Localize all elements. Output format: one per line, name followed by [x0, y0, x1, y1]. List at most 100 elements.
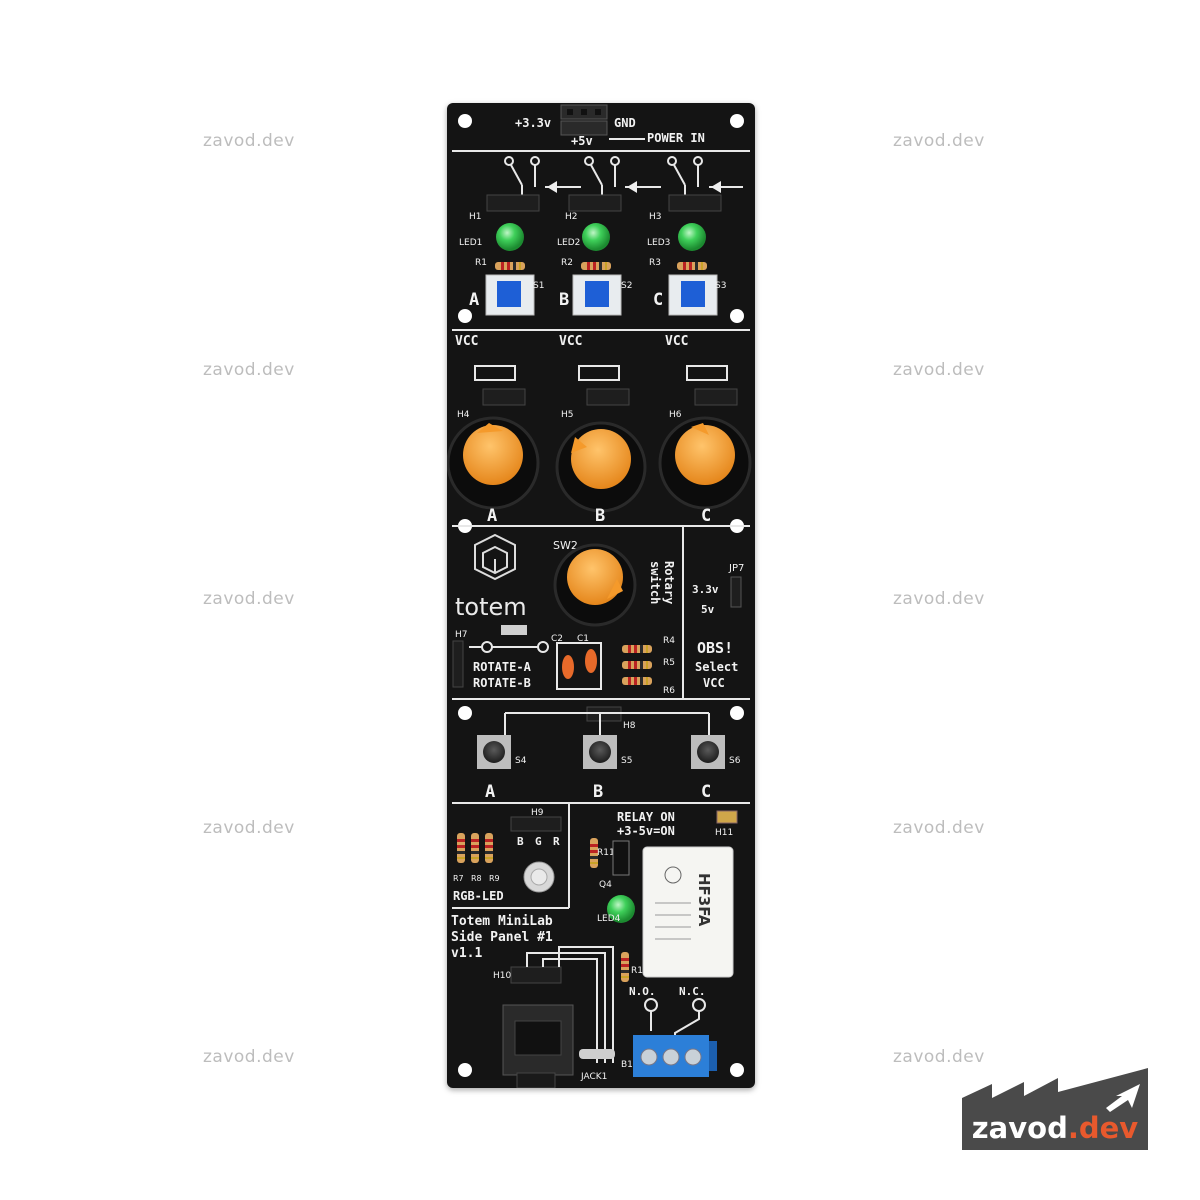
q4-label: Q4	[599, 880, 612, 890]
watermark-text: zavod.dev	[203, 1047, 295, 1067]
totem-logo-icon	[474, 533, 516, 581]
green-led-3	[678, 223, 706, 251]
tactile-button-a[interactable]	[477, 735, 511, 769]
header-h6-label: H6	[669, 410, 682, 420]
jp-5v-label: 5v	[701, 603, 715, 616]
header-h2-label: H2	[565, 212, 578, 222]
jumper-jp7[interactable]	[730, 576, 742, 608]
blue-switch-b[interactable]	[585, 281, 609, 307]
rotate-b-label: ROTATE-B	[473, 676, 531, 690]
led-b-label: B	[559, 290, 569, 310]
logo-tld: .dev	[1067, 1111, 1139, 1145]
board-name-line2: Side Panel #1	[451, 930, 553, 945]
r10-label: R10	[631, 966, 649, 976]
relay-title-1: RELAY ON	[617, 810, 675, 824]
pot-knob-a[interactable]	[446, 416, 540, 510]
pot-a-label: A	[487, 506, 497, 526]
s4-label: S4	[515, 756, 527, 766]
pot-c-label: C	[701, 506, 711, 526]
s3-label: S3	[715, 281, 726, 291]
rgb-b-label: B	[517, 835, 524, 848]
led4-label: LED4	[597, 914, 621, 924]
green-led-4	[607, 895, 635, 923]
s6-label: S6	[729, 756, 741, 766]
audio-jack[interactable]	[502, 1004, 574, 1089]
s5-label: S5	[621, 756, 632, 766]
blue-switch-c[interactable]	[681, 281, 705, 307]
watermark-text: zavod.dev	[893, 589, 985, 609]
rotary-switch-knob[interactable]	[553, 543, 637, 627]
rotary-title-1: Rotary	[662, 561, 676, 604]
screw-terminal[interactable]	[633, 1035, 717, 1077]
green-led-2	[582, 223, 610, 251]
power-header	[560, 104, 608, 136]
watermark-text: zavod.dev	[893, 1047, 985, 1067]
relay-nc-label: N.C.	[679, 985, 706, 998]
led-module-a: H1 LED1 R1 S1 A	[459, 194, 544, 316]
pot-a-vcc-label: VCC	[455, 334, 478, 349]
pot-b-vcc-label: VCC	[559, 334, 582, 349]
obs-vcc: VCC	[703, 676, 725, 690]
r5-label: R5	[663, 658, 675, 668]
s1-label: S1	[533, 281, 544, 291]
led1-label: LED1	[459, 238, 482, 248]
watermark-text: zavod.dev	[893, 818, 985, 838]
obs-title: OBS!	[697, 639, 733, 657]
factory-logo-icon	[962, 1068, 1148, 1150]
watermark-text: zavod.dev	[893, 131, 985, 151]
h8-label: H8	[623, 721, 636, 731]
s2-label: S2	[621, 281, 632, 291]
board-name-line1: Totem MiniLab	[451, 914, 553, 929]
rgb-r-label: R	[553, 835, 560, 848]
r6-label: R6	[663, 686, 675, 696]
r2-label: R2	[561, 258, 573, 268]
jp7-label: JP7	[728, 563, 744, 574]
rgb-g-label: G	[535, 835, 542, 848]
tactile-button-c[interactable]	[691, 735, 725, 769]
button-b-label: B	[593, 782, 603, 802]
pcb-drawing: +3.3v GND +5v POWER IN H1 LED1 R1 S1 A H…	[446, 104, 752, 1089]
r8-label: R8	[471, 874, 482, 883]
rgb-title: RGB-LED	[453, 889, 504, 903]
button-a-label: A	[485, 782, 495, 802]
blue-switch-a[interactable]	[497, 281, 521, 307]
led2-label: LED2	[557, 238, 580, 248]
button-c-label: C	[701, 782, 711, 802]
c2-label: C2	[551, 634, 563, 644]
jack1-label: JACK1	[580, 1072, 607, 1082]
h9-label: H9	[531, 808, 544, 818]
watermark-text: zavod.dev	[203, 589, 295, 609]
obs-select: Select	[695, 660, 738, 674]
header-h4-label: H4	[457, 410, 470, 420]
sw2-label: SW2	[553, 539, 578, 552]
logo-name: zavod	[971, 1111, 1068, 1145]
power-3v3-label: +3.3v	[515, 116, 551, 130]
pot-c-vcc-label: VCC	[665, 334, 688, 349]
relay: HF3FA	[642, 846, 734, 978]
b1-label: B1	[621, 1060, 633, 1070]
pot-knob-b[interactable]	[555, 421, 647, 513]
r1-label: R1	[475, 258, 487, 268]
led-a-label: A	[469, 290, 479, 310]
power-gnd-label: GND	[614, 116, 636, 130]
header-h1-label: H1	[469, 212, 482, 222]
relay-no-label: N.O.	[629, 985, 656, 998]
pot-b-label: B	[595, 506, 605, 526]
relay-title-2: +3-5v=ON	[617, 824, 675, 838]
h11-label: H11	[715, 828, 733, 838]
r9-label: R9	[489, 874, 500, 883]
power-5v-label: +5v	[571, 134, 593, 148]
tactile-button-b[interactable]	[583, 735, 617, 769]
pcb-board: +3.3v GND +5v POWER IN H1 LED1 R1 S1 A H…	[446, 103, 755, 1089]
zavod-logo: zavod.dev	[962, 1068, 1148, 1150]
led-section	[504, 156, 743, 199]
section-dividers	[452, 150, 750, 909]
led-c-label: C	[653, 290, 663, 310]
watermark-text: zavod.dev	[893, 360, 985, 380]
relay-model: HF3FA	[695, 873, 713, 927]
h7-label: H7	[455, 630, 468, 640]
watermark-text: zavod.dev	[203, 818, 295, 838]
led-module-c: H3 LED3 R3 S3 C	[647, 194, 726, 316]
jp-3v3-label: 3.3v	[692, 583, 719, 596]
pot-knob-c[interactable]	[658, 416, 752, 510]
